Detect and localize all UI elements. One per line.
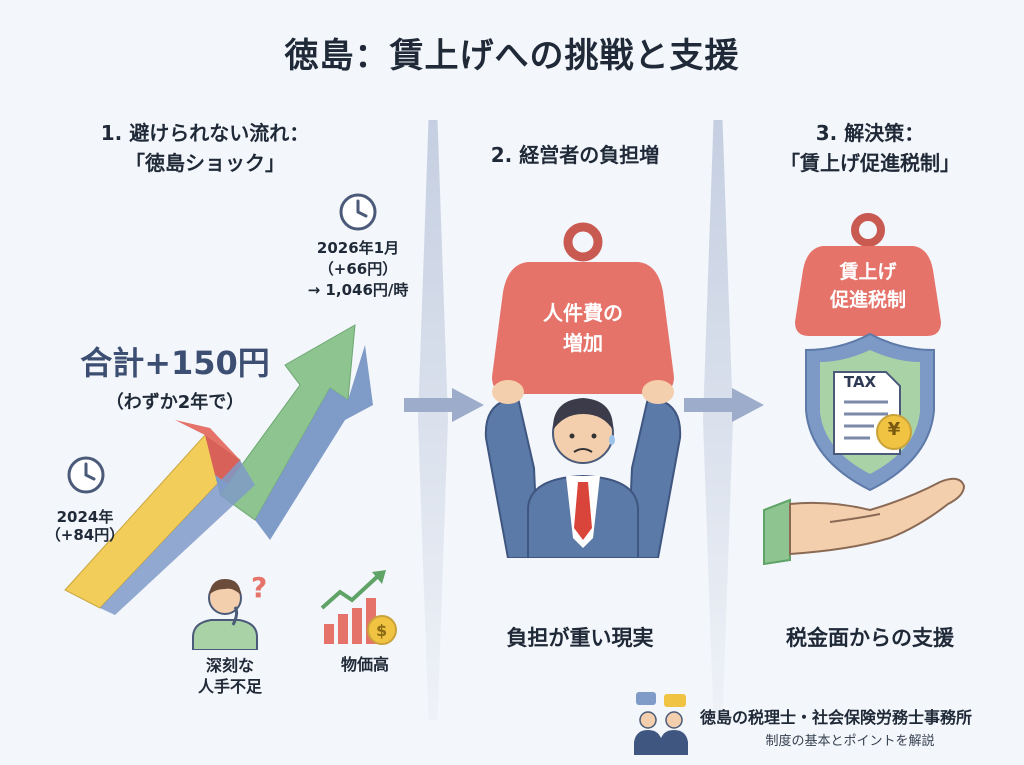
labor-shortage-line1: 深刻な <box>205 656 254 675</box>
labor-shortage-label: 深刻な 人手不足 <box>175 655 285 697</box>
flow-arrow-2-icon <box>684 388 764 422</box>
clock-2026-icon <box>339 193 377 231</box>
tax-incentive-weight-label: 賃上げ 促進税制 <box>800 258 936 314</box>
advisors-icon <box>634 692 688 755</box>
tax-incentive-line2: 促進税制 <box>829 289 906 311</box>
tax-incentive-line1: 賃上げ <box>839 261 897 283</box>
svg-text:$: $ <box>376 621 387 640</box>
total-increase-main: 合計+150円 <box>80 344 270 382</box>
supporting-hand-icon <box>763 477 966 565</box>
tax-incentive-weight-icon <box>795 213 941 336</box>
worried-worker-icon: ? <box>192 571 267 650</box>
total-increase: 合計+150円 （わずか2年で） <box>40 338 310 414</box>
rising-prices-label: 物価高 <box>340 655 389 674</box>
svg-text:?: ? <box>251 571 267 604</box>
yen-symbol: ¥ <box>887 419 901 440</box>
tax-document-label: TAX <box>843 373 877 391</box>
point-2024-date: 2024年 <box>56 508 114 526</box>
cost-weight-line1: 人件費の <box>543 301 623 325</box>
section3-heading-line2: 「賃上げ促進税制」 <box>780 151 960 175</box>
flow-arrow-1-icon <box>404 388 484 422</box>
point-2026-wage: → 1,046円/時 <box>307 281 409 299</box>
labor-shortage-line2: 人手不足 <box>197 677 262 696</box>
section3-heading: 3. 解決策： 「賃上げ促進税制」 <box>725 118 1015 178</box>
section1-heading: 1. 避けられない流れ： 「徳島ショック」 <box>40 118 370 178</box>
total-increase-sub: （わずか2年で） <box>105 392 245 413</box>
section3-caption: 税金面からの支援 <box>786 626 954 650</box>
rising-prices-chart-icon: $ <box>320 570 397 645</box>
section1-heading-line1: 1. 避けられない流れ： <box>100 121 310 145</box>
section1-heading-line2: 「徳島ショック」 <box>125 151 285 175</box>
rising-wage-arrow-icon <box>64 324 373 615</box>
footer-subtitle: 制度の基本とポイントを解説 <box>765 734 935 749</box>
point-2026-increase: （+66円） <box>318 260 398 278</box>
footer-org-name: 徳島の税理士・社会保険労務士事務所 <box>700 708 973 727</box>
section2-caption: 負担が重い現実 <box>506 626 654 650</box>
point-2026-date: 2026年1月 <box>316 239 400 257</box>
section3-heading-line1: 3. 解決策： <box>815 121 925 145</box>
cost-weight-icon <box>492 222 674 394</box>
page-title: 徳島：賃上げへの挑戦と支援 <box>284 36 740 76</box>
cost-weight-line2: 増加 <box>563 331 603 355</box>
cost-weight-label: 人件費の 増加 <box>500 298 666 358</box>
point-2024-increase: （+84円） <box>45 526 125 544</box>
point-2024-label: 2024年 （+84円） <box>30 508 140 544</box>
burdened-businessman-icon <box>484 380 682 558</box>
section2-heading: 2. 経営者の負担増 <box>490 143 660 167</box>
point-2026-label: 2026年1月 （+66円） → 1,046円/時 <box>268 238 448 301</box>
clock-2024-icon <box>67 456 105 494</box>
yen-coin-icon <box>876 414 912 450</box>
